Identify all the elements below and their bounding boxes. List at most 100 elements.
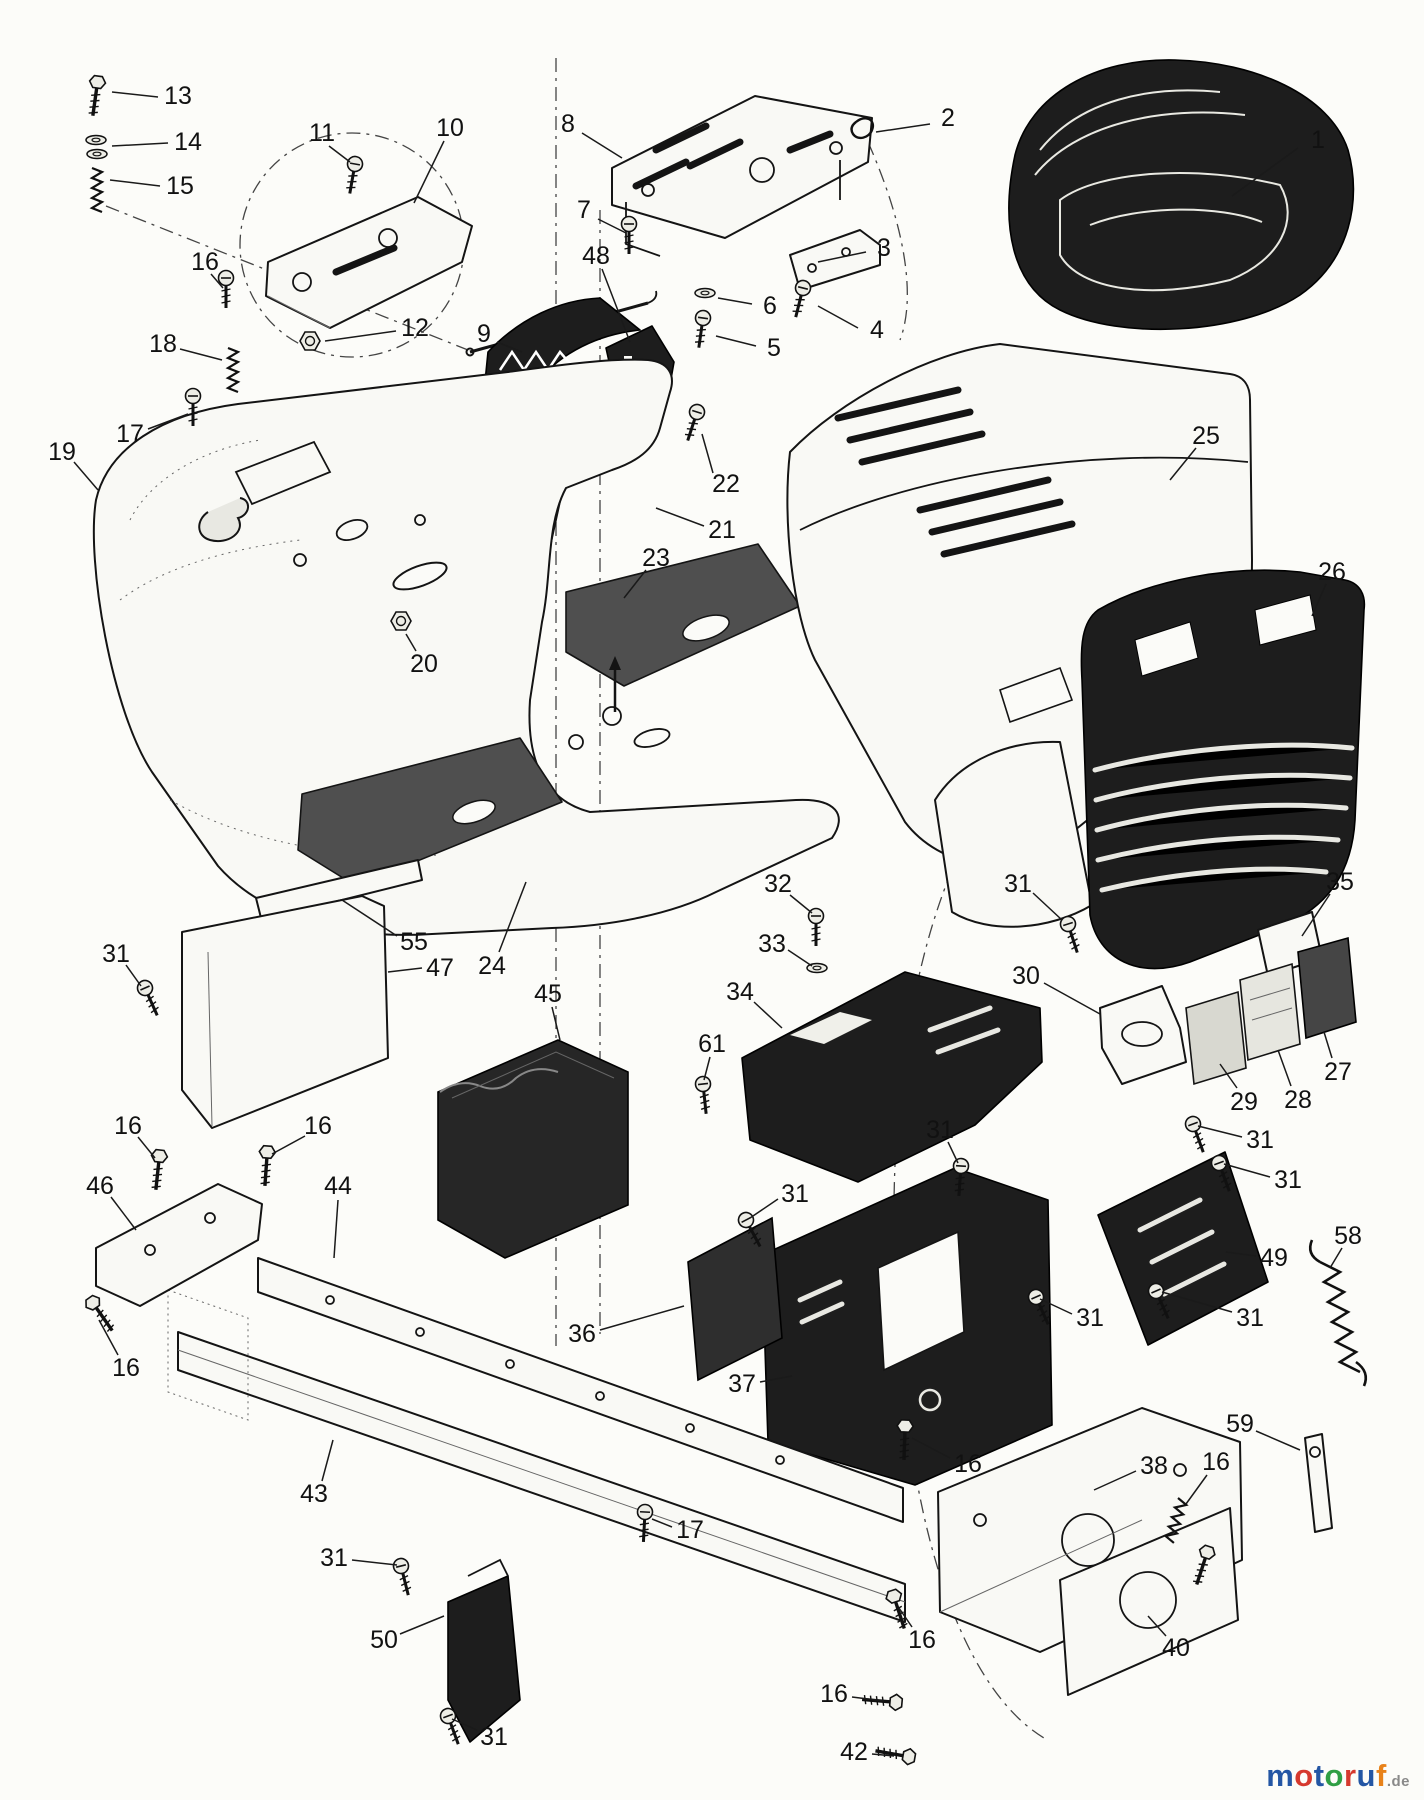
callout-leader-16: [898, 1607, 913, 1628]
callout-label-9: 9: [477, 320, 491, 348]
callout-label-18: 18: [149, 330, 177, 358]
heat-shield: [447, 1558, 521, 1743]
seat-part: [1008, 59, 1355, 331]
callout-label-48: 48: [582, 242, 610, 270]
callout-leader-31: [1032, 892, 1063, 921]
callout-label-16: 16: [954, 1450, 982, 1478]
callout-leader-7: [597, 218, 627, 234]
motoruf-logo[interactable]: motoruf.de: [1266, 1758, 1410, 1794]
nut-icon: [299, 331, 321, 351]
callout-leader-33: [787, 949, 813, 967]
seat-mount-plate: [611, 95, 873, 257]
callout-leader-19: [73, 461, 99, 491]
headlight-lens-28: [1239, 962, 1301, 1062]
callout-leader-46: [110, 1196, 137, 1231]
callout-leader-1: [1231, 147, 1299, 197]
callout-leader-20: [405, 633, 417, 652]
callout-leader-16: [851, 1696, 885, 1702]
frame-rail-upper: [257, 1257, 904, 1523]
callout-label-31: 31: [480, 1723, 508, 1751]
callout-leader-18: [179, 348, 223, 361]
callout-leader-13: [111, 91, 159, 98]
callout-label-19: 19: [48, 438, 76, 466]
callout-leader-31: [351, 1559, 398, 1566]
callout-label-33: 33: [758, 930, 786, 958]
callout-label-16: 16: [820, 1680, 848, 1708]
callout-label-13: 13: [164, 82, 192, 110]
callout-label-46: 46: [86, 1172, 114, 1200]
callout-label-28: 28: [1284, 1086, 1312, 1114]
callout-leader-32: [789, 894, 813, 914]
callout-label-29: 29: [1230, 1088, 1258, 1116]
logo-letter: m: [1266, 1758, 1295, 1793]
callout-leader-27: [1323, 1031, 1333, 1059]
footrest-pad-right: [565, 543, 801, 687]
callout-leader-10: [413, 140, 445, 204]
callout-label-16: 16: [908, 1626, 936, 1654]
logo-letter: r: [1343, 1758, 1357, 1793]
callout-leader-31: [1197, 1125, 1243, 1138]
callout-leader-55: [341, 899, 398, 937]
callout-label-1: 1: [1311, 126, 1325, 154]
callout-label-31: 31: [1274, 1166, 1302, 1194]
logo-letter: u: [1356, 1758, 1376, 1793]
logo-wordmark: motoruf: [1266, 1758, 1387, 1793]
callout-leader-15: [109, 179, 161, 187]
callout-leader-31: [1161, 1291, 1233, 1313]
callout-leader-2: [875, 123, 931, 133]
callout-label-26: 26: [1318, 558, 1346, 586]
callout-leader-22: [701, 433, 714, 474]
callout-leader-42: [871, 1753, 895, 1757]
washer-icon: [85, 134, 107, 146]
callout-label-44: 44: [324, 1172, 352, 1200]
callout-leader-43: [321, 1439, 334, 1482]
front-bracket-46: [95, 1183, 263, 1307]
callout-leader-31: [125, 964, 142, 987]
callout-leader-9: [496, 341, 523, 353]
hinge-plate: [265, 196, 473, 329]
callout-label-23: 23: [642, 544, 670, 572]
callout-label-16: 16: [1202, 1448, 1230, 1476]
callout-label-58: 58: [1334, 1222, 1362, 1250]
callout-label-24: 24: [478, 952, 506, 980]
callout-label-40: 40: [1162, 1634, 1190, 1662]
callout-leader-23: [623, 569, 647, 599]
callout-leader-59: [1255, 1430, 1301, 1451]
callout-label-31: 31: [1246, 1126, 1274, 1154]
callout-leader-44: [333, 1199, 339, 1259]
callout-leader-17: [651, 1518, 673, 1528]
callout-leader-29: [1219, 1063, 1238, 1089]
callout-label-34: 34: [726, 978, 754, 1006]
callout-leader-17: [147, 413, 189, 430]
callout-leader-31: [1039, 1298, 1073, 1315]
callout-label-32: 32: [764, 870, 792, 898]
callout-label-5: 5: [767, 334, 781, 362]
callout-label-15: 15: [166, 172, 194, 200]
callout-label-16: 16: [114, 1112, 142, 1140]
callout-label-16: 16: [191, 248, 219, 276]
frame-rail-lower: [167, 1289, 906, 1623]
callout-leader-47: [387, 967, 423, 973]
callout-leader-50: [399, 1615, 445, 1635]
callout-label-42: 42: [840, 1738, 868, 1766]
callout-leader-40: [1147, 1615, 1167, 1637]
callout-label-55: 55: [400, 928, 428, 956]
logo-letter: f: [1375, 1758, 1387, 1793]
logo-letter: t: [1313, 1758, 1325, 1793]
callout-leader-3: [817, 251, 867, 263]
lower-dash-panel: [761, 1167, 1053, 1486]
callout-leader-12: [324, 330, 397, 342]
washer-icon: [694, 287, 716, 299]
callout-label-16: 16: [112, 1354, 140, 1382]
callout-leader-21: [655, 507, 705, 527]
callout-label-17: 17: [116, 420, 144, 448]
callout-label-31: 31: [1076, 1304, 1104, 1332]
callout-label-31: 31: [926, 1116, 954, 1144]
callout-leader-30: [1043, 982, 1101, 1015]
callout-leader-16: [137, 1136, 156, 1159]
callout-label-31: 31: [1236, 1304, 1264, 1332]
callout-label-20: 20: [410, 650, 438, 678]
callout-label-3: 3: [877, 234, 891, 262]
callout-leader-lines: [73, 91, 1343, 1757]
callout-label-31: 31: [781, 1180, 809, 1208]
